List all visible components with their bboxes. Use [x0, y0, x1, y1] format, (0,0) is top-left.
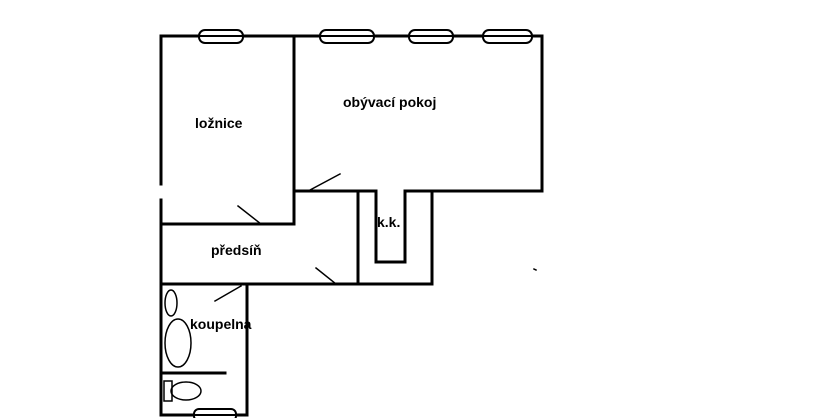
room-label-obyvaci-pokoj: obývací pokoj [343, 94, 436, 110]
door-living [308, 172, 342, 192]
sink-icon [164, 289, 178, 317]
stray-mark [532, 267, 538, 272]
door-hall [314, 266, 338, 286]
window-bathroom [193, 408, 237, 418]
doors [213, 172, 342, 303]
toilet-icon [163, 380, 202, 402]
room-label-kk: k.k. [377, 214, 400, 230]
room-label-loznice: ložnice [195, 115, 243, 131]
windows [193, 29, 533, 418]
interior-walls [159, 34, 434, 375]
bathroom-fixtures [163, 289, 202, 402]
room-label-predsin: předsíň [211, 242, 262, 258]
bathtub-icon [164, 318, 192, 368]
door-bedroom [236, 204, 263, 226]
room-label-koupelna: koupelna [190, 316, 252, 332]
door-bathroom [213, 284, 243, 303]
